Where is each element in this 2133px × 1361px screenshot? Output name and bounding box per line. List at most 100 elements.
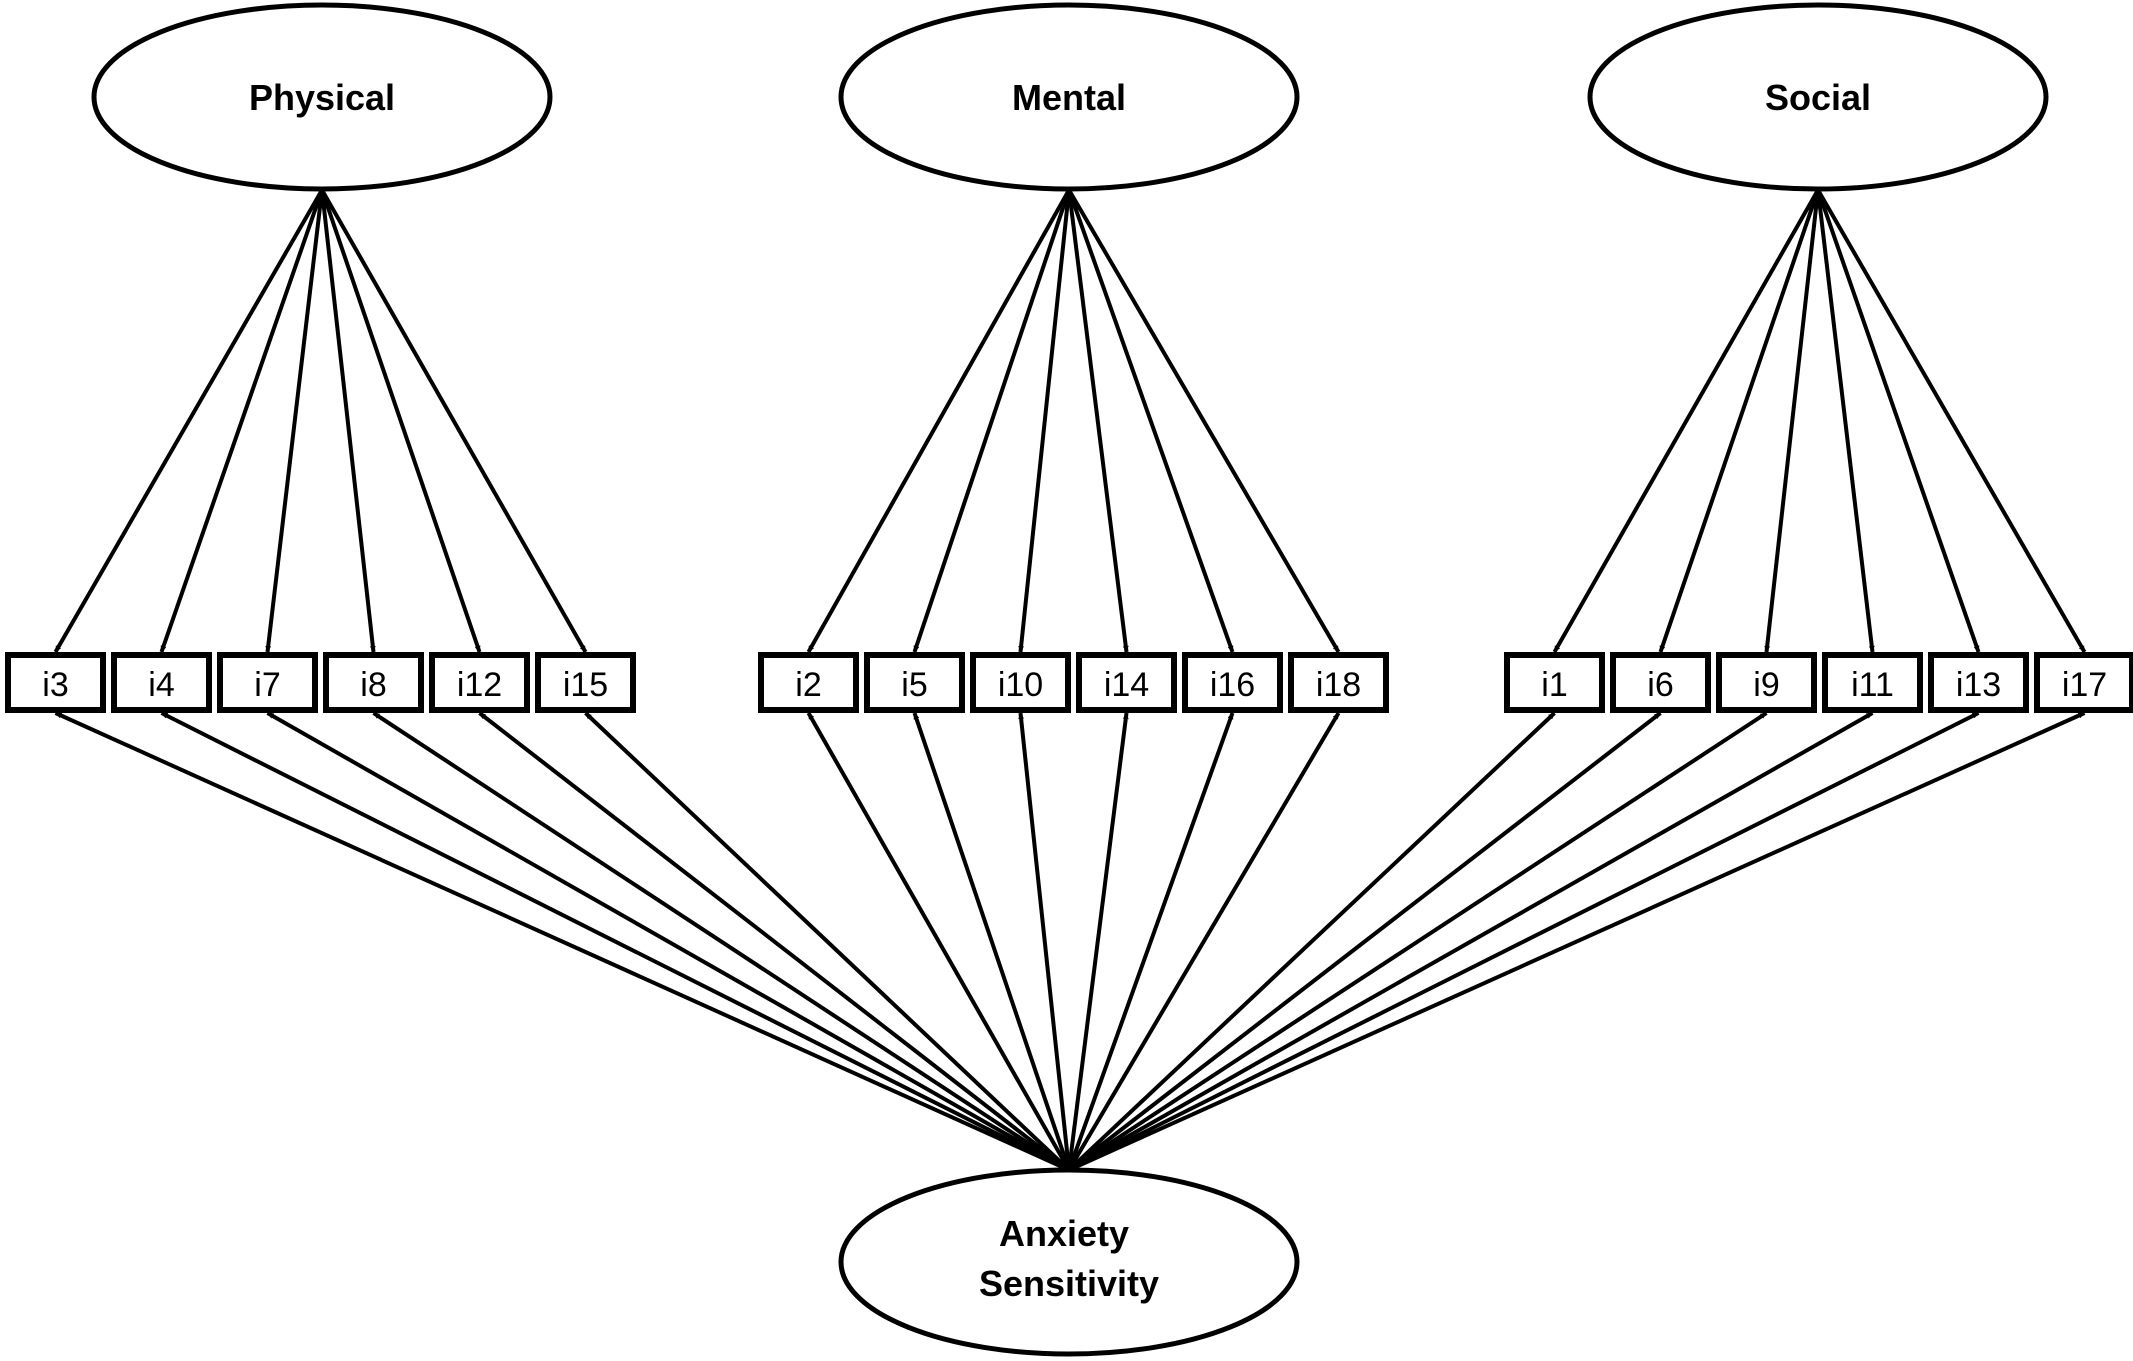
path-arrows — [53, 188, 2087, 1172]
arrow-physical-to-i7 — [265, 189, 324, 653]
arrow-mental-to-i14 — [1067, 189, 1129, 653]
arrow-social-to-i13 — [1816, 189, 1981, 653]
item-i9-box — [1716, 652, 1817, 713]
item-i8: i8 — [323, 652, 424, 713]
factor-anxiety-sensitivity: Anxiety Sensitivity — [838, 1167, 1300, 1357]
item-i6-label: i6 — [1647, 666, 1673, 704]
item-i16-label: i16 — [1210, 666, 1255, 704]
item-i5-label: i5 — [901, 666, 927, 704]
item-group-mental: i2 i5 i10 i14 i16 i18 — [758, 652, 1389, 713]
item-i3: i3 — [5, 652, 106, 713]
item-i1-box — [1504, 652, 1605, 713]
arrow-anxiety-sensitivity-to-i17 — [1068, 711, 2086, 1172]
item-i1-label: i1 — [1541, 666, 1567, 704]
arrow-anxiety-sensitivity-to-i8 — [372, 711, 1071, 1172]
item-i6-box — [1610, 652, 1711, 713]
arrow-anxiety-sensitivity-to-i2 — [806, 712, 1071, 1171]
arrow-social-to-i1 — [1552, 189, 1820, 653]
arrow-mental-to-i5 — [912, 189, 1071, 653]
arrow-social-to-i17 — [1816, 189, 2087, 653]
item-i2: i2 — [758, 652, 859, 713]
arrow-mental-to-i10 — [1018, 189, 1071, 653]
item-i10-label: i10 — [998, 666, 1043, 704]
item-i7-label: i7 — [254, 666, 280, 704]
factor-anxiety-sensitivity-label: Anxiety Sensitivity — [979, 1213, 1159, 1304]
arrow-anxiety-sensitivity-to-i6 — [1067, 711, 1662, 1172]
item-i15-box — [535, 652, 636, 713]
item-i17: i17 — [2034, 652, 2133, 713]
item-i16-box — [1182, 652, 1283, 713]
item-i6: i6 — [1610, 652, 1711, 713]
item-i14-box — [1076, 652, 1177, 713]
arrow-mental-to-i16 — [1067, 189, 1235, 653]
factor-mental: Mental — [838, 2, 1300, 192]
arrow-anxiety-sensitivity-to-i5 — [912, 712, 1071, 1171]
item-i3-label: i3 — [42, 666, 68, 704]
arrow-mental-to-i2 — [806, 189, 1071, 653]
item-i12: i12 — [429, 652, 530, 713]
item-i1: i1 — [1504, 652, 1605, 713]
arrow-mental-to-i18 — [1067, 188, 1341, 654]
arrow-anxiety-sensitivity-to-i9 — [1067, 711, 1768, 1172]
item-i13-label: i13 — [1956, 666, 2001, 704]
item-i12-box — [429, 652, 530, 713]
item-i7-box — [217, 652, 318, 713]
item-i8-label: i8 — [360, 666, 386, 704]
item-i2-label: i2 — [795, 666, 821, 704]
arrow-anxiety-sensitivity-to-i10 — [1018, 712, 1071, 1171]
item-i7: i7 — [217, 652, 318, 713]
item-i10-box — [970, 652, 1071, 713]
arrow-anxiety-sensitivity-to-i18 — [1067, 711, 1341, 1172]
item-i10: i10 — [970, 652, 1071, 713]
item-i18-label: i18 — [1316, 666, 1361, 704]
item-i11-box — [1822, 652, 1923, 713]
item-i14-label: i14 — [1104, 666, 1149, 704]
item-i18-box — [1288, 652, 1389, 713]
item-i13: i13 — [1928, 652, 2029, 713]
item-i13-box — [1928, 652, 2029, 713]
item-i2-box — [758, 652, 859, 713]
item-i8-box — [323, 652, 424, 713]
item-i12-label: i12 — [457, 666, 502, 704]
arrow-anxiety-sensitivity-to-i3 — [54, 711, 1070, 1172]
factor-anxiety-sensitivity-label-line2: Sensitivity — [979, 1263, 1159, 1304]
factor-physical-label: Physical — [249, 77, 395, 118]
item-i9: i9 — [1716, 652, 1817, 713]
factor-physical: Physical — [91, 2, 553, 192]
item-i15-label: i15 — [563, 666, 608, 704]
item-i5: i5 — [864, 652, 965, 713]
item-i3-box — [5, 652, 106, 713]
item-group-social: i1 i6 i9 i11 i13 i17 — [1504, 652, 2133, 713]
arrow-anxiety-sensitivity-to-i16 — [1067, 712, 1235, 1171]
arrow-physical-to-i15 — [320, 189, 588, 653]
arrow-physical-to-i3 — [53, 189, 324, 653]
item-i11: i11 — [1822, 652, 1923, 713]
arrow-anxiety-sensitivity-to-i12 — [478, 711, 1071, 1172]
item-i11-label: i11 — [1851, 666, 1894, 704]
arrow-anxiety-sensitivity-to-i14 — [1067, 712, 1129, 1171]
factor-social-ellipse — [1587, 2, 2049, 192]
factor-mental-ellipse — [838, 2, 1300, 192]
arrow-anxiety-sensitivity-to-i11 — [1068, 711, 1874, 1172]
factor-physical-ellipse — [91, 2, 553, 192]
arrow-physical-to-i4 — [159, 189, 324, 653]
item-i4: i4 — [111, 652, 212, 713]
arrow-physical-to-i12 — [320, 189, 482, 653]
item-i14: i14 — [1076, 652, 1177, 713]
arrow-anxiety-sensitivity-to-i1 — [1067, 711, 1556, 1172]
arrow-social-to-i6 — [1658, 189, 1820, 653]
item-i4-label: i4 — [148, 666, 174, 704]
factor-mental-label: Mental — [1012, 77, 1126, 118]
factor-social: Social — [1587, 2, 2049, 192]
arrow-social-to-i9 — [1764, 189, 1820, 653]
item-i17-box — [2034, 652, 2133, 713]
item-i17-label: i17 — [2062, 666, 2107, 704]
item-i18: i18 — [1288, 652, 1389, 713]
factor-anxiety-sensitivity-label-line1: Anxiety — [999, 1213, 1129, 1254]
arrow-physical-to-i8 — [320, 189, 376, 653]
item-i5-box — [864, 652, 965, 713]
item-i4-box — [111, 652, 212, 713]
factor-anxiety-sensitivity-ellipse — [838, 1167, 1300, 1357]
factor-social-label: Social — [1765, 77, 1871, 118]
